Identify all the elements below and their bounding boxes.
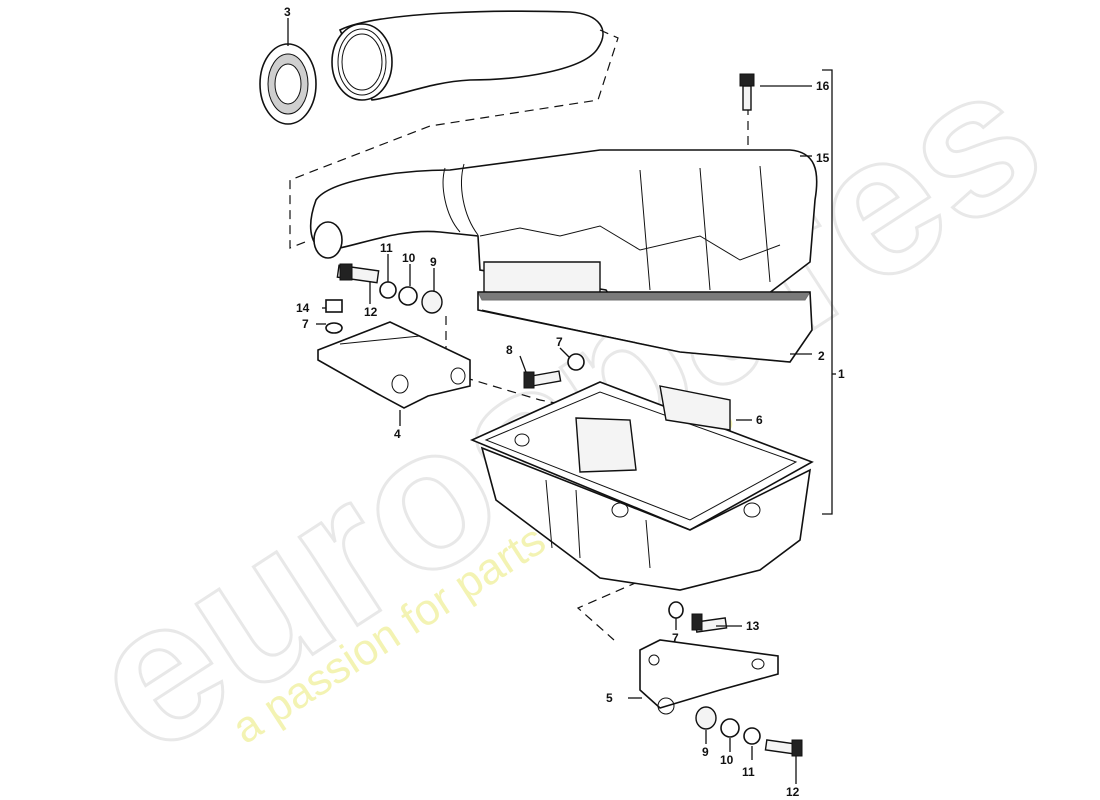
hardware-mid — [523, 353, 585, 389]
callout-1: 1 — [838, 367, 845, 381]
callout-11a: 11 — [380, 241, 393, 255]
callout-2: 2 — [818, 349, 825, 363]
cover-bolt-part[interactable] — [739, 73, 755, 111]
callout-7b: 7 — [556, 335, 563, 349]
intake-hose-upper[interactable] — [331, 10, 604, 101]
callout-3: 3 — [284, 5, 291, 19]
air-filter-cover-part[interactable] — [309, 149, 818, 313]
grommet-part[interactable] — [259, 43, 317, 125]
callout-9b: 9 — [702, 745, 709, 759]
callout-12a: 12 — [364, 305, 378, 319]
callout-7c: 7 — [672, 631, 679, 645]
callout-12b: 12 — [786, 785, 800, 799]
callouts: 3 16 15 11 10 9 14 12 7 7 8 2 1 6 4 13 7… — [284, 5, 845, 799]
callout-10b: 10 — [720, 753, 734, 767]
callout-10a: 10 — [402, 251, 416, 265]
callout-4: 4 — [394, 427, 401, 441]
hardware-lower — [668, 601, 803, 757]
callout-9a: 9 — [430, 255, 437, 269]
filter-element-part[interactable] — [477, 261, 813, 363]
callout-15: 15 — [816, 151, 830, 165]
callout-16: 16 — [816, 79, 830, 93]
callout-11b: 11 — [742, 765, 755, 779]
callout-8: 8 — [506, 343, 513, 357]
air-filter-lower-housing-part[interactable] — [469, 381, 814, 591]
callout-7a: 7 — [302, 317, 309, 331]
mounting-bracket-lower-part[interactable] — [639, 639, 779, 715]
leader-lines — [287, 18, 836, 784]
callout-14: 14 — [296, 301, 310, 315]
callout-6: 6 — [756, 413, 763, 427]
mounting-bracket-left-part[interactable] — [317, 321, 471, 409]
callout-13: 13 — [746, 619, 760, 633]
callout-5: 5 — [606, 691, 613, 705]
hardware-left — [325, 263, 443, 334]
